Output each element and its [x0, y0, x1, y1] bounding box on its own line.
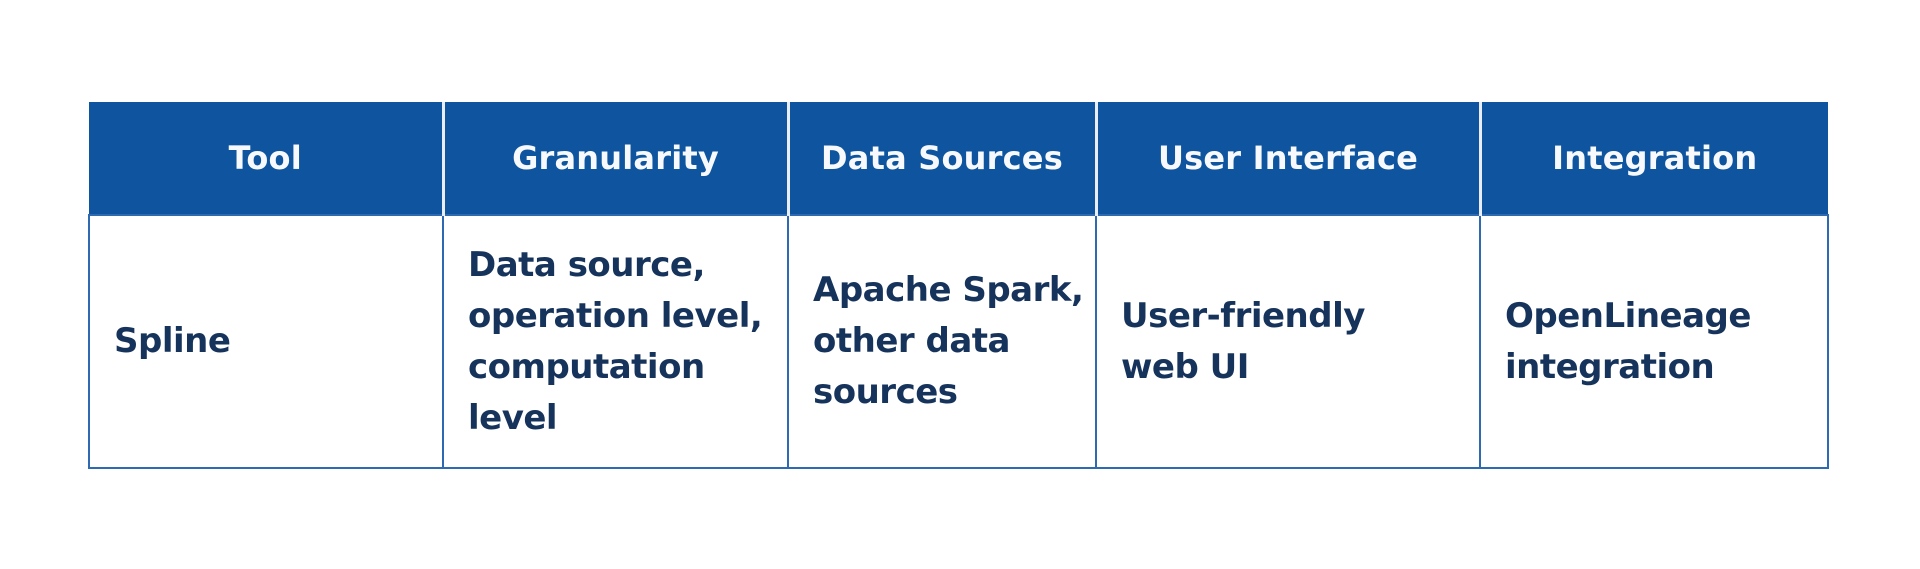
column-header-tool: Tool — [89, 102, 445, 215]
cell-tool: Spline — [88, 214, 444, 469]
header-row: Tool Granularity Data Sources User Inter… — [89, 102, 1828, 215]
column-header-integration: Integration — [1480, 102, 1828, 215]
column-header-data-sources: Data Sources — [788, 102, 1098, 215]
cell-user-interface: User-friendly web UI — [1095, 214, 1481, 469]
cell-data-sources: Apache Spark, other data sources — [787, 214, 1097, 469]
cell-integration: OpenLineage integration — [1479, 214, 1829, 469]
comparison-table: Tool Granularity Data Sources User Inter… — [88, 102, 1829, 469]
table-row: Spline Data source, operation level, com… — [88, 214, 1829, 469]
column-header-granularity: Granularity — [443, 102, 790, 215]
column-header-user-interface: User Interface — [1096, 102, 1482, 215]
cell-granularity: Data source, operation level, computatio… — [442, 214, 789, 469]
